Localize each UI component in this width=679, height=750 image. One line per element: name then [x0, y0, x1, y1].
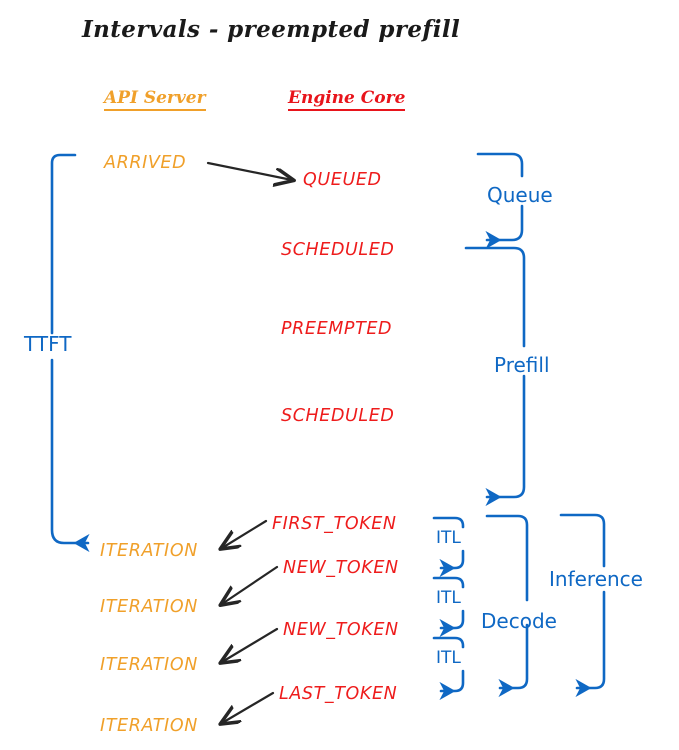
event-first-token: FIRST_TOKEN [272, 514, 397, 534]
event-queued: QUEUED [303, 170, 382, 190]
arrow-arrived-to-queued [206, 161, 292, 180]
interval-label-itl-3: ITL [436, 648, 461, 668]
event-iteration-4: ITERATION [100, 716, 198, 736]
page-title: Intervals - preempted prefill [82, 16, 461, 43]
event-scheduled-2: SCHEDULED [281, 406, 395, 426]
interval-label-queue: Queue [487, 183, 553, 207]
interval-label-inference: Inference [549, 567, 643, 591]
column-header-engine-core: Engine Core [288, 89, 406, 111]
interval-bracket-itl-2 [432, 576, 465, 638]
interval-label-ttft: TTFT [24, 332, 72, 356]
event-new-token-1: NEW_TOKEN [283, 558, 399, 578]
event-arrived: ARRIVED [104, 153, 187, 173]
event-iteration-3: ITERATION [100, 655, 198, 675]
interval-bracket-decode [485, 514, 529, 698]
arrow-last-token-to-iteration-4 [222, 691, 275, 723]
interval-bracket-queue [476, 152, 524, 250]
arrow-new-token-1-to-iteration-2 [222, 565, 279, 604]
interval-label-itl-1: ITL [436, 528, 461, 548]
event-last-token: LAST_TOKEN [279, 684, 398, 704]
interval-label-decode: Decode [481, 609, 557, 633]
interval-bracket-itl-1 [432, 516, 465, 578]
event-scheduled-1: SCHEDULED [281, 240, 395, 260]
interval-label-itl-2: ITL [436, 588, 461, 608]
interval-bracket-itl-3 [432, 636, 465, 701]
event-new-token-2: NEW_TOKEN [283, 620, 399, 640]
interval-bracket-prefill [464, 246, 526, 507]
interval-label-prefill: Prefill [494, 353, 550, 377]
interval-bracket-inference [559, 513, 606, 698]
column-header-api-server: API Server [104, 89, 206, 111]
event-preempted: PREEMPTED [281, 319, 393, 339]
arrow-first-token-to-iteration-1 [222, 519, 268, 548]
event-iteration-1: ITERATION [100, 541, 198, 561]
interval-bracket-ttft [50, 153, 90, 553]
arrow-new-token-2-to-iteration-3 [222, 627, 279, 662]
event-iteration-2: ITERATION [100, 597, 198, 617]
